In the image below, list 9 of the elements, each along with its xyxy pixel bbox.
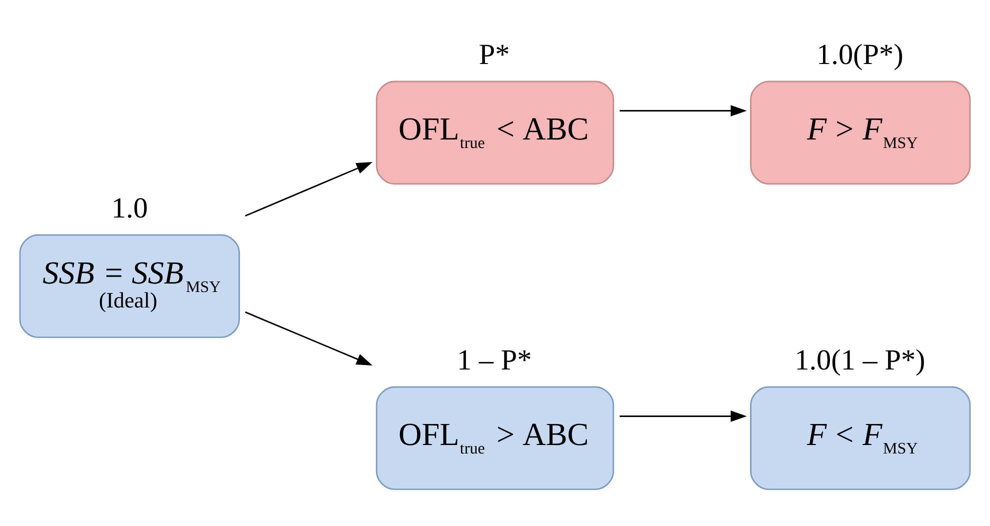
node-label: 1 – P* <box>457 344 532 376</box>
arrow <box>620 410 747 422</box>
node-label: 1.0(1 – P*) <box>794 344 926 376</box>
node-label: 1.0(P*) <box>816 38 904 70</box>
node-label: 1.0 <box>111 192 148 224</box>
arrow <box>244 162 373 216</box>
arrow <box>244 310 373 365</box>
arrow <box>620 104 747 116</box>
node-label: P* <box>478 38 510 70</box>
